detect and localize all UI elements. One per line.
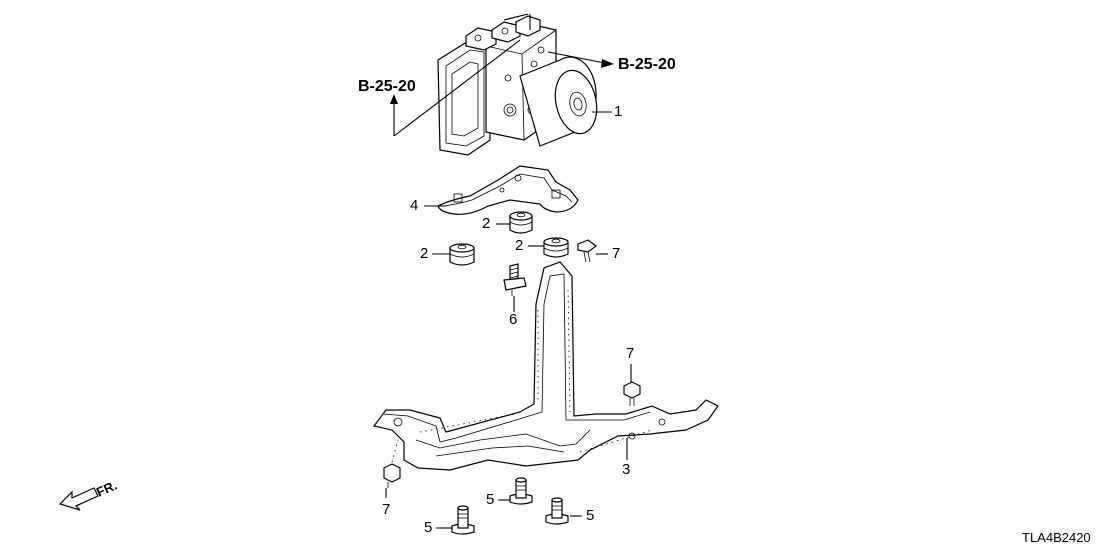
abs-modulator-unit[interactable]: [437, 13, 602, 156]
reference-arrow-left: [390, 39, 521, 137]
damper-mount-right[interactable]: [543, 237, 569, 258]
callout-2-upper: 2: [482, 215, 491, 232]
damper-mount-upper[interactable]: [509, 211, 533, 234]
reference-arrow-right: [547, 51, 614, 68]
modulator-bracket[interactable]: [372, 261, 719, 471]
callout-4: 4: [410, 197, 419, 214]
bracket-plate[interactable]: [437, 165, 579, 215]
reference-label-left[interactable]: B-25-20: [358, 78, 416, 95]
callout-2-right: 2: [515, 237, 524, 254]
flange-bolt-middle[interactable]: [623, 381, 641, 406]
callout-5-right: 5: [586, 507, 595, 524]
callout-7-middle: 7: [626, 345, 635, 362]
callout-5-left: 5: [424, 519, 433, 536]
flange-bolt-upper[interactable]: [577, 239, 597, 263]
callout-2-left: 2: [420, 245, 429, 262]
diagram-code: TLA4B2420: [1022, 530, 1091, 545]
callout-5-center: 5: [486, 491, 495, 508]
callout-6: 6: [509, 311, 518, 328]
callout-1: 1: [614, 103, 623, 120]
front-direction-arrow: [58, 487, 99, 511]
flange-bolt-lower[interactable]: [383, 463, 401, 488]
callout-7-upper: 7: [612, 245, 621, 262]
callout-7-lower: 7: [382, 501, 391, 518]
reference-label-right[interactable]: B-25-20: [618, 56, 676, 73]
stud-bolt-5-right[interactable]: [545, 497, 569, 525]
stud-bolt-5-left[interactable]: [451, 505, 475, 535]
callout-3: 3: [622, 461, 631, 478]
stud-bolt-6[interactable]: [503, 263, 527, 296]
damper-mount-left[interactable]: [449, 243, 475, 266]
stud-bolt-5-center[interactable]: [509, 477, 533, 505]
